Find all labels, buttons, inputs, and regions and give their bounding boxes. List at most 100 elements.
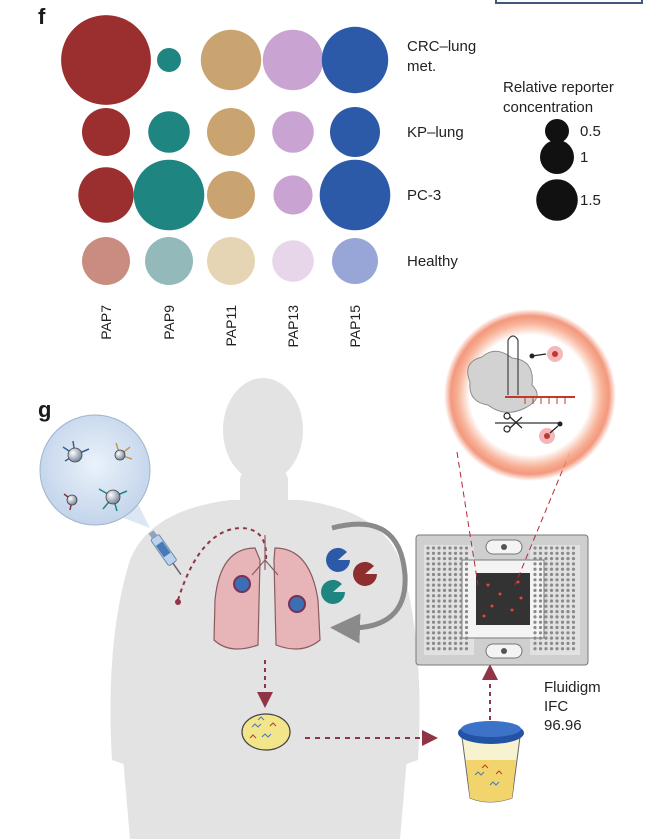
- chip-well: [442, 557, 447, 561]
- bubble-mark: [145, 237, 193, 285]
- chip-well: [464, 546, 469, 550]
- legend-size-mark: [536, 179, 578, 221]
- nanoparticle-icon: [66, 494, 78, 506]
- chip-well: [453, 546, 458, 550]
- chip-well: [459, 546, 463, 550]
- bubble-mark: [262, 29, 324, 91]
- chip-well: [566, 610, 570, 614]
- chip-well: [555, 594, 559, 598]
- human-body-silhouette: [110, 378, 420, 839]
- chip-well: [571, 551, 576, 555]
- chip-well: [549, 551, 554, 555]
- chip-well: [560, 557, 565, 561]
- chip-well: [571, 610, 576, 614]
- chip-well: [442, 567, 447, 571]
- chip-well: [453, 583, 458, 587]
- chip-well: [571, 588, 576, 593]
- chip-well: [442, 615, 447, 619]
- chip-well: [560, 567, 565, 571]
- chip-well: [533, 588, 537, 593]
- chip-well: [555, 647, 559, 651]
- chip-well: [544, 567, 548, 571]
- chip-well: [431, 551, 436, 555]
- bubble-mark: [82, 108, 130, 156]
- chip-well: [533, 636, 537, 640]
- chip-well: [533, 599, 537, 603]
- bubble-mark: [157, 48, 181, 72]
- syringe-icon: [148, 530, 182, 576]
- chip-well: [426, 588, 430, 593]
- chip-well: [448, 572, 452, 577]
- chip-well: [426, 594, 430, 598]
- chip-well: [533, 631, 537, 635]
- chip-well: [459, 647, 463, 651]
- chip-well: [544, 599, 548, 603]
- chip-well: [538, 647, 543, 651]
- chip-well: [448, 636, 452, 640]
- chip-well: [453, 578, 458, 582]
- injection-path-arrow: [177, 526, 268, 601]
- chip-well: [538, 578, 543, 582]
- chip-well: [560, 594, 565, 598]
- chip-well: [549, 578, 554, 582]
- chip-well: [544, 557, 548, 561]
- chip-well: [464, 572, 469, 577]
- legend-size-mark: [540, 140, 574, 174]
- chip-well: [442, 625, 447, 630]
- chip-well: [533, 546, 537, 550]
- chip-well: [544, 572, 548, 577]
- chip-well: [571, 636, 576, 640]
- chip-well: [442, 620, 447, 624]
- chip-well: [544, 583, 548, 587]
- bubble-mark: [207, 108, 255, 156]
- chip-well: [464, 551, 469, 555]
- chip-well: [459, 620, 463, 624]
- chip-well: [544, 620, 548, 624]
- chip-well: [533, 578, 537, 582]
- bubble-mark: [207, 237, 255, 285]
- chip-well: [533, 641, 537, 646]
- chip-well: [426, 641, 430, 646]
- chip-well: [453, 594, 458, 598]
- chip-well: [549, 610, 554, 614]
- chip-well: [437, 604, 441, 608]
- chip-well: [566, 567, 570, 571]
- chip-well: [426, 562, 430, 566]
- chip-well: [437, 610, 441, 614]
- nanoparticle-icon: [105, 489, 121, 505]
- chip-well: [426, 647, 430, 651]
- chip-well: [538, 583, 543, 587]
- chip-well: [437, 546, 441, 550]
- chip-well: [533, 583, 537, 587]
- chip-well: [426, 604, 430, 608]
- chip-well: [453, 572, 458, 577]
- chip-well: [538, 636, 543, 640]
- column-tick-label: PAP13: [285, 305, 301, 348]
- chip-well: [566, 572, 570, 577]
- chip-well: [426, 636, 430, 640]
- column-tick-label: PAP11: [223, 305, 239, 347]
- chip-well: [453, 562, 458, 566]
- chip-well: [555, 610, 559, 614]
- chip-well: [464, 604, 469, 608]
- chip-well: [544, 641, 548, 646]
- chip-well: [538, 631, 543, 635]
- zoom-line: [456, 451, 479, 586]
- chip-well: [459, 583, 463, 587]
- chip-well: [459, 557, 463, 561]
- bubble-mark: [200, 29, 262, 91]
- chip-well: [533, 610, 537, 614]
- chip-well: [448, 620, 452, 624]
- chip-well: [426, 620, 430, 624]
- bubble-mark: [78, 167, 134, 223]
- chip-well: [538, 567, 543, 571]
- chip-well: [437, 588, 441, 593]
- chip-well: [453, 551, 458, 555]
- chip-well: [544, 636, 548, 640]
- chip-well: [560, 551, 565, 555]
- chip-well: [566, 546, 570, 550]
- chip-well: [560, 636, 565, 640]
- chip-well: [437, 647, 441, 651]
- chip-well: [544, 562, 548, 566]
